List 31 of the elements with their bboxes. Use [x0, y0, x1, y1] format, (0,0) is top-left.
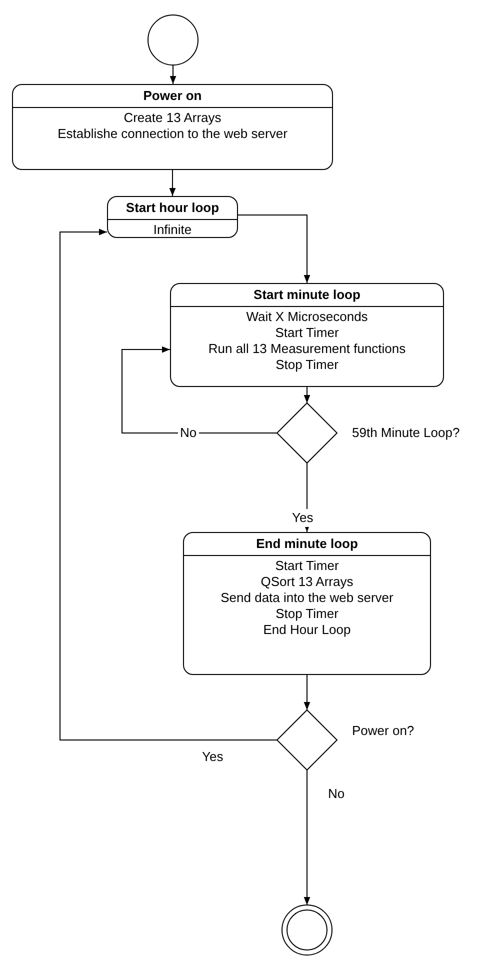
state-box — [170, 283, 444, 387]
arrow — [170, 64, 176, 84]
activity-text: Stop Timer — [276, 357, 338, 373]
activity-text: Wait X Microseconds — [246, 309, 368, 325]
activity-text: Infinite — [153, 222, 192, 238]
activity-text: Run all 13 Measurement functions — [208, 341, 406, 357]
arrow — [238, 214, 310, 284]
arrow — [122, 346, 278, 434]
activity-text: QSort 13 Arrays — [260, 574, 354, 590]
activity-text: Send data into the web server — [220, 590, 394, 606]
arrow — [169, 170, 176, 196]
state-box — [12, 84, 333, 170]
activity-text: Start Timer — [275, 558, 339, 574]
activity-text: Start Timer — [275, 325, 339, 341]
activity-text: Establishe connection to the web server — [58, 126, 288, 142]
state-box — [183, 532, 431, 675]
activity-text: End Hour Loop — [263, 622, 351, 638]
activity-text: Stop Timer — [276, 606, 338, 622]
condition-label: 59th Minute Loop? — [352, 424, 460, 442]
arrow — [60, 228, 278, 740]
state-title: Start minute loop — [254, 287, 360, 302]
arrow — [304, 770, 310, 906]
edge-label: Yes — [290, 509, 316, 527]
activity-text: Create 13 Arrays — [124, 110, 222, 126]
arrow — [304, 386, 310, 404]
condition-label: Power on? — [352, 722, 414, 740]
state-title: End minute loop — [256, 536, 358, 551]
state-title: Power on — [143, 88, 202, 103]
state-title: Start hour loop — [126, 200, 220, 215]
state-box — [107, 196, 238, 238]
arrow — [304, 674, 310, 710]
